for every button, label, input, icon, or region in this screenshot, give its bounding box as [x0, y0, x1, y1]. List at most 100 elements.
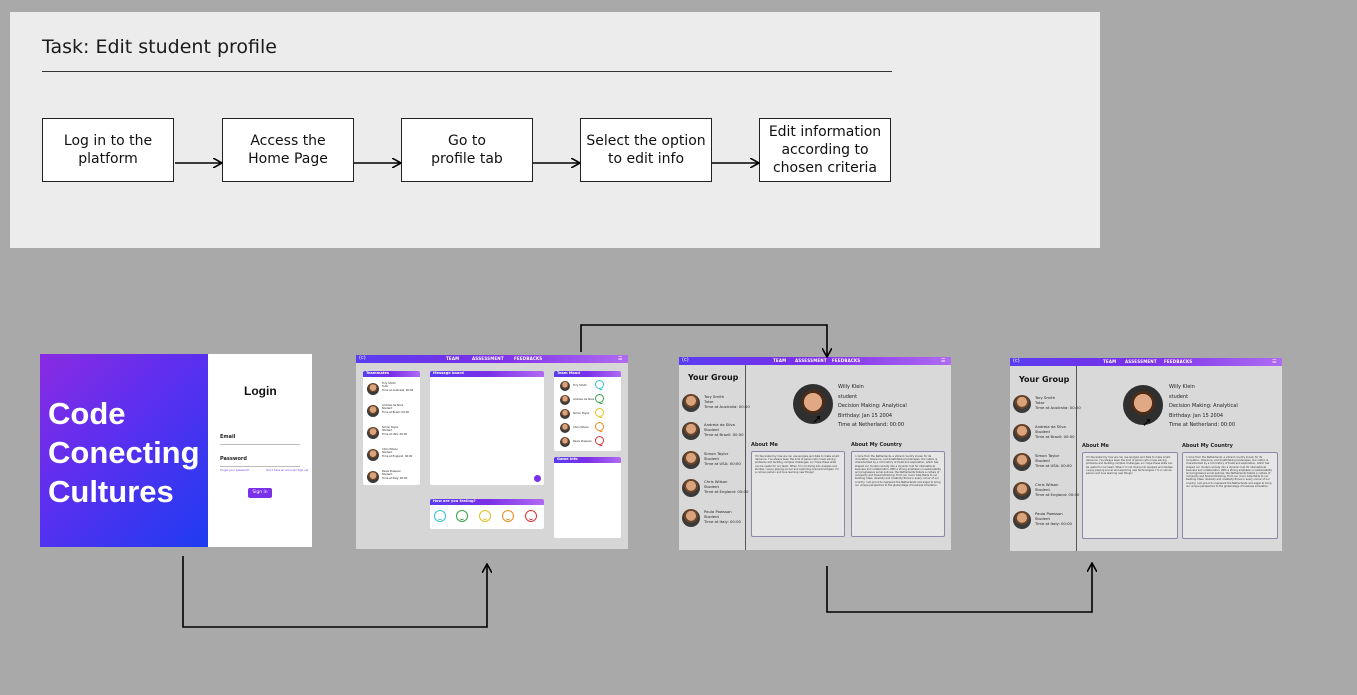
login-heading: Login — [244, 384, 277, 398]
profile-decision[interactable]: Decision Making: Analytical — [1169, 403, 1238, 409]
angry-emoji-icon[interactable] — [525, 510, 537, 522]
menu-icon[interactable]: ☰ — [941, 358, 946, 364]
teammate-time: Time at England: 00:00 — [382, 454, 413, 458]
mood-member-name: Chris Wilson — [573, 426, 589, 429]
mood-member-name: Simon Taylor — [573, 412, 590, 415]
avatar — [560, 395, 570, 405]
step-login: Log in to the platform — [42, 118, 174, 182]
nav-team[interactable]: TEAM — [1103, 359, 1117, 364]
neutral-emoji-icon — [595, 408, 604, 418]
nav-bar: (c) TEAM ASSESSMENT FEEDBACKS ☰ — [356, 355, 628, 363]
home-screen: (c) TEAM ASSESSMENT FEEDBACKS ☰ Teammate… — [356, 355, 628, 549]
email-field[interactable] — [220, 444, 300, 445]
member-time: Time at Italy: 00:00 — [704, 519, 741, 524]
about-country-textarea[interactable]: I come from the Netherlands, a vibrant c… — [1182, 452, 1278, 539]
avatar — [682, 479, 700, 497]
nav-feedbacks[interactable]: FEEDBACKS — [832, 358, 861, 363]
add-message-button[interactable] — [534, 475, 541, 482]
profile-birthday[interactable]: Birthday: Jan 15 2004 — [1169, 412, 1224, 419]
group-title: Your Group — [1019, 375, 1070, 384]
member-time: Time at Brazil: 00:00 — [1035, 434, 1075, 439]
happy-emoji-icon[interactable] — [434, 510, 446, 522]
nav-assessment[interactable]: ASSESSMENT — [472, 356, 504, 361]
nav-bar: (c) TEAM ASSESSMENT FEEDBACKS ☰ — [1010, 358, 1282, 366]
nav-bar: (c) TEAM ASSESSMENT FEEDBACKS ☰ — [679, 357, 951, 365]
profile-time[interactable]: Time at Netherland: 00:00 — [1169, 422, 1235, 428]
teammates-title: Teammates — [366, 371, 390, 375]
profile-photo[interactable] — [1123, 385, 1163, 425]
brand-line: Code — [48, 396, 126, 431]
profile-role[interactable]: student — [838, 393, 858, 400]
avatar — [682, 422, 700, 440]
avatar — [367, 427, 379, 439]
feeling-title: How are you feeling? — [433, 499, 476, 503]
about-country-textarea[interactable]: I come from the Netherlands, a vibrant c… — [851, 451, 945, 537]
app-logo: (c) — [1013, 358, 1020, 364]
member-name: Paula Powsson — [704, 509, 732, 514]
register-link[interactable]: Don't have an account? Sign up! — [266, 469, 309, 472]
menu-icon[interactable]: ☰ — [618, 356, 623, 362]
sign-in-button[interactable]: Sign in — [248, 488, 272, 498]
nav-team[interactable]: TEAM — [446, 356, 460, 361]
member-role: Student — [1035, 487, 1050, 492]
profile-to-edit-connector — [826, 564, 1092, 613]
team-mood-title: Team Mood — [557, 371, 580, 375]
nav-team[interactable]: TEAM — [773, 358, 787, 363]
angry-emoji-icon — [595, 436, 604, 446]
sad-emoji-icon[interactable] — [502, 510, 514, 522]
message-board-title: Message board — [433, 371, 464, 375]
teammate-time: Time at Italy: 00:00 — [382, 476, 408, 480]
avatar — [367, 405, 379, 417]
member-name: Simon Taylor — [1035, 453, 1060, 458]
mood-member-name: Andreia da Silva — [573, 398, 595, 401]
cursor-arrow-icon: ➚ — [812, 412, 823, 426]
profile-role[interactable]: student — [1169, 393, 1189, 400]
forgot-password-link[interactable]: Forgot your password? — [220, 469, 250, 472]
about-me-textarea[interactable]: I'm fascinated by how we can use analysi… — [751, 451, 845, 537]
member-time: Time at Australia: 00:00 — [1035, 405, 1081, 410]
nav-feedbacks[interactable]: FEEDBACKS — [514, 356, 543, 361]
about-me-heading: About Me — [751, 442, 778, 448]
profile-name[interactable]: Willy Klein — [838, 384, 864, 390]
member-name: Chris Wilson — [1035, 482, 1059, 487]
about-me-text: I'm fascinated by how we can use analysi… — [755, 455, 840, 475]
menu-icon[interactable]: ☰ — [1272, 359, 1277, 365]
teammate-role: Student — [382, 429, 393, 433]
avatar — [1013, 482, 1031, 500]
about-country-heading: About My Country — [851, 442, 902, 448]
member-time: Time at Brazil: 00:00 — [704, 432, 744, 437]
member-role: Student — [704, 427, 719, 432]
message-board-panel: Message board — [430, 371, 544, 485]
nav-feedbacks[interactable]: FEEDBACKS — [1164, 359, 1193, 364]
about-country-text: I come from the Netherlands, a vibrant c… — [855, 455, 941, 487]
teammate-time: Time at USA: 00:00 — [382, 432, 408, 436]
happy-emoji-icon — [595, 380, 604, 390]
profile-time[interactable]: Time at Netherland: 00:00 — [838, 422, 904, 428]
teammate-role: Tutor — [382, 385, 389, 389]
profile-photo[interactable] — [793, 384, 833, 424]
avatar — [1013, 424, 1031, 442]
avatar — [1013, 453, 1031, 471]
member-name: Chris Wilson — [704, 479, 728, 484]
content-emoji-icon[interactable] — [456, 510, 468, 522]
profile-birthday[interactable]: Birthday: Jan 15 2004 — [838, 412, 893, 419]
about-me-textarea[interactable]: I'm fascinated by how we can use analysi… — [1082, 452, 1178, 539]
avatar — [367, 471, 379, 483]
avatar — [560, 409, 570, 419]
step-profile-tab: Go to profile tab — [401, 118, 533, 182]
password-field[interactable] — [220, 466, 300, 467]
nav-assessment[interactable]: ASSESSMENT — [795, 358, 827, 363]
neutral-emoji-icon[interactable] — [479, 510, 491, 522]
member-time: Time at Australia: 00:00 — [704, 404, 750, 409]
member-name: Andreia da Silva — [704, 422, 735, 427]
member-name: Andreia da Silva — [1035, 424, 1066, 429]
teammate-name: Chris Wilson — [382, 448, 398, 451]
profile-name[interactable]: Willy Klein — [1169, 384, 1195, 390]
member-time: Time at Italy: 00:00 — [1035, 521, 1072, 526]
content-emoji-icon — [595, 394, 604, 404]
sad-emoji-icon — [595, 422, 604, 432]
profile-decision[interactable]: Decision Making: Analytical — [838, 403, 907, 409]
nav-assessment[interactable]: ASSESSMENT — [1125, 359, 1157, 364]
home-to-profile-connector — [580, 324, 827, 356]
member-name: Tory Smith — [704, 394, 725, 399]
